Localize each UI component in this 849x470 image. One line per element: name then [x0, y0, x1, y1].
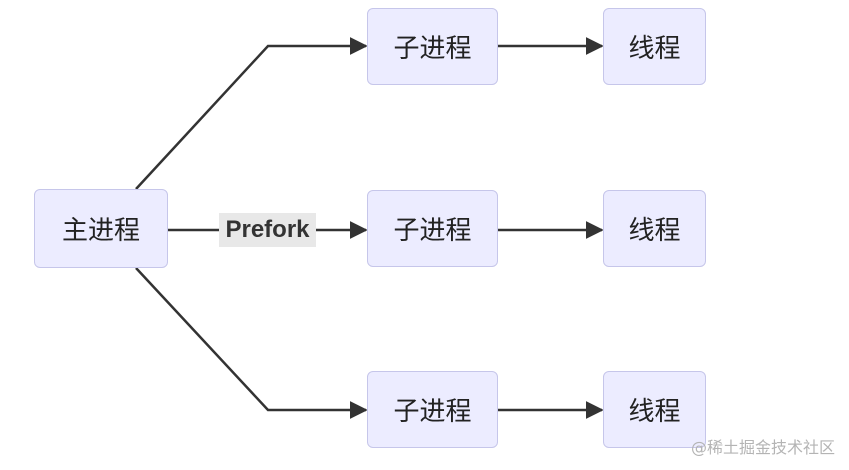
- thread-node-1[interactable]: 线程: [603, 8, 706, 85]
- main-process-label: 主进程: [61, 216, 140, 246]
- child-process-label: 子进程: [393, 34, 472, 64]
- child-process-node-2[interactable]: 子进程: [367, 190, 498, 267]
- prefork-edge-label: Prefork: [219, 213, 316, 247]
- child-process-node-1[interactable]: 子进程: [367, 8, 498, 85]
- thread-node-2[interactable]: 线程: [603, 190, 706, 267]
- edge-root-to-child-3: [135, 267, 368, 419]
- watermark-text: @稀土掘金技术社区: [690, 438, 835, 457]
- thread-node-3[interactable]: 线程: [603, 371, 706, 448]
- edge-root-to-child-1: [135, 37, 368, 190]
- child-process-label: 子进程: [393, 216, 472, 246]
- thread-label: 线程: [628, 397, 681, 427]
- thread-label: 线程: [628, 216, 681, 246]
- main-process-node[interactable]: 主进程: [34, 189, 168, 268]
- child-process-node-3[interactable]: 子进程: [367, 371, 498, 448]
- child-process-label: 子进程: [393, 397, 472, 427]
- thread-label: 线程: [628, 34, 681, 64]
